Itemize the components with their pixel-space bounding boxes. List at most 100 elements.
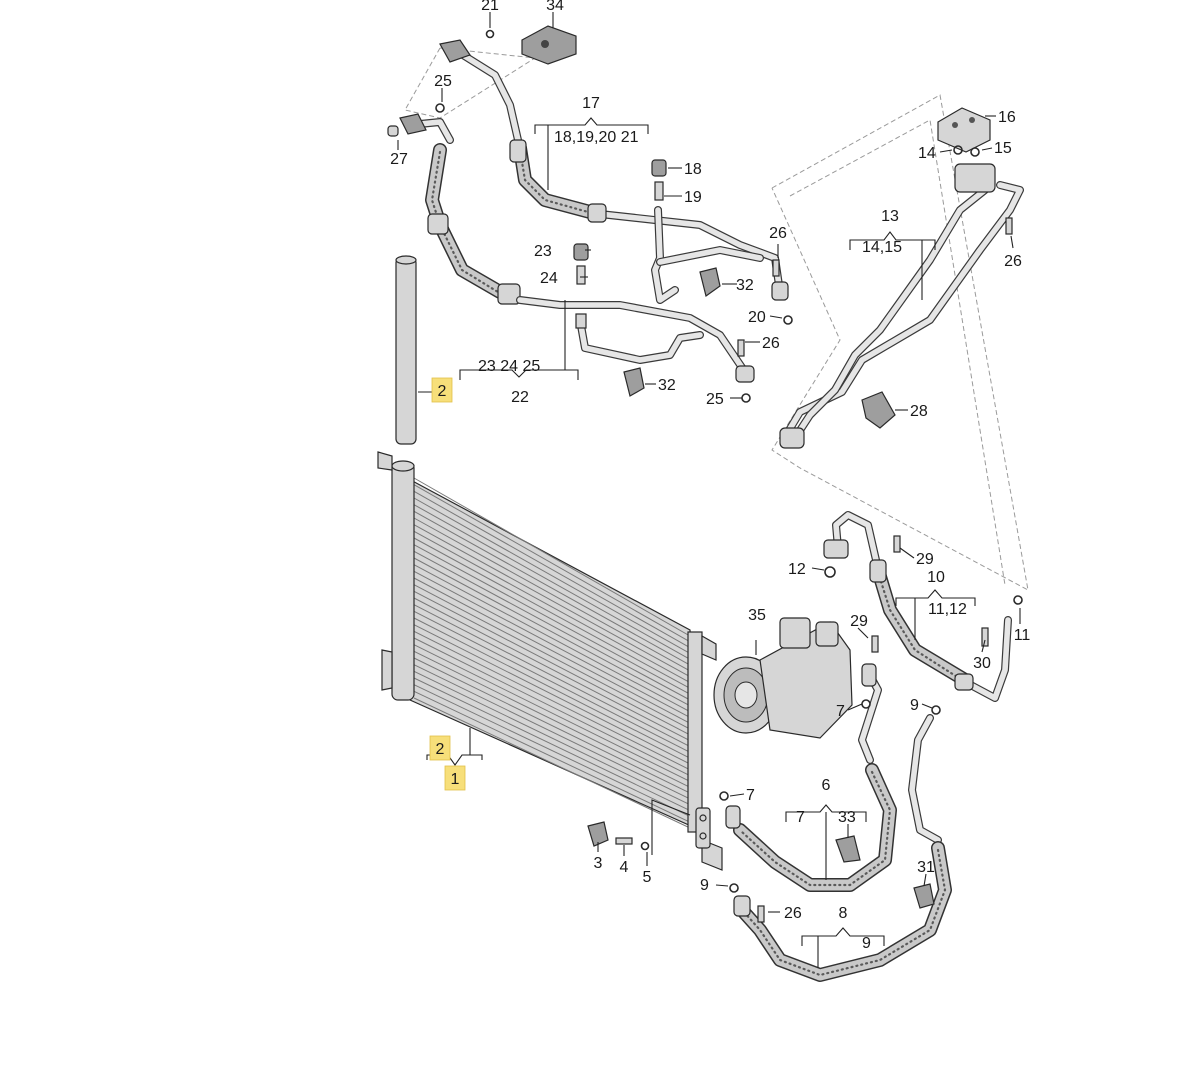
condenser-fin-line (413, 630, 691, 771)
label-2-upper: 2 (438, 383, 447, 400)
condenser-fin-line (413, 650, 691, 788)
part-labels: 21 34 25 27 17 18,19,20 21 18 19 23 24 2… (390, 0, 1030, 952)
label-3: 3 (594, 855, 603, 872)
label-13: 13 (881, 208, 899, 225)
label-19-right: 19 (684, 189, 702, 206)
label-26-mid: 26 (769, 225, 787, 242)
label-10: 10 (927, 569, 945, 586)
hose-10 (823, 511, 1012, 702)
label-23: 23 (534, 243, 552, 260)
condenser-fin-line (413, 544, 691, 695)
condenser-fin-line (413, 564, 691, 713)
label-27: 27 (390, 151, 408, 168)
label-6-sub-33: 33 (838, 809, 856, 826)
label-8: 8 (839, 905, 848, 922)
condenser-fin-line (413, 584, 691, 730)
label-4: 4 (620, 859, 629, 876)
hose-6 (725, 663, 897, 892)
label-7-lower: 7 (746, 787, 755, 804)
label-14: 14 (918, 145, 936, 162)
condenser-fin-line (413, 690, 691, 823)
label-17: 17 (582, 95, 600, 112)
condenser-fin-line (413, 550, 691, 701)
condenser-fin-line (413, 577, 691, 724)
condenser-fin-line (413, 604, 691, 747)
label-26-lower: 26 (762, 335, 780, 352)
label-29-right: 29 (916, 551, 934, 568)
label-29-left: 29 (850, 613, 868, 630)
label-22-sub: 23 24 25 (478, 358, 540, 375)
compressor-35 (713, 617, 853, 739)
condenser-fin-line (413, 497, 691, 654)
hose-8 (733, 714, 952, 982)
condenser-fins (413, 477, 691, 829)
expansion-valve-16 (937, 107, 991, 153)
condenser-fin-line (413, 697, 691, 829)
leader-lines (397, 12, 1021, 968)
label-20: 20 (748, 309, 766, 326)
label-6: 6 (822, 777, 831, 794)
condenser-fin-line (413, 477, 691, 637)
condenser-fin-line (413, 570, 691, 718)
dryer-cartridge-tube (395, 255, 417, 445)
label-32-upper: 32 (736, 277, 754, 294)
label-8-sub-9: 9 (862, 935, 871, 952)
upper-pipe-17 (439, 39, 789, 301)
label-9-lower: 9 (700, 877, 709, 894)
label-13-sub: 14,15 (862, 239, 902, 256)
pipe-13 (779, 163, 1024, 449)
label-25-lower: 25 (706, 391, 724, 408)
label-17-sub: 18,19,20 21 (554, 129, 639, 146)
label-5: 5 (643, 869, 652, 886)
label-22: 22 (511, 389, 529, 406)
condenser-fin-line (413, 597, 691, 742)
condenser-fin-line (413, 670, 691, 806)
small-parts (387, 29, 1023, 923)
condenser-fin-line (413, 490, 691, 649)
label-35: 35 (748, 607, 766, 624)
label-34: 34 (546, 0, 564, 14)
condenser-fin-line (413, 684, 691, 817)
condenser-fin-line (413, 610, 691, 753)
mid-pipe-19 (651, 206, 764, 304)
label-28: 28 (910, 403, 928, 420)
assembly-outline-right (771, 94, 1029, 591)
condenser-fin-line (413, 677, 691, 811)
label-9-upper: 9 (910, 697, 919, 714)
label-15: 15 (994, 140, 1012, 157)
label-18-right: 18 (684, 161, 702, 178)
label-31: 31 (917, 859, 935, 876)
highlight-label-1: 1 (444, 765, 466, 791)
highlight-label-2-lower: 2 (429, 735, 451, 761)
label-11: 11 (1014, 627, 1031, 644)
condenser-fin-line (413, 530, 691, 683)
label-12: 12 (788, 561, 806, 578)
label-25-upper: 25 (434, 73, 452, 90)
condenser-fin-line (413, 557, 691, 707)
label-26-right: 26 (1004, 253, 1022, 270)
condenser-fin-line (413, 524, 691, 678)
condenser-fin-line (413, 657, 691, 794)
label-21-top: 21 (481, 0, 499, 14)
condenser-fin-line (413, 664, 691, 800)
label-30: 30 (973, 655, 991, 672)
condenser-fin-line (413, 624, 691, 765)
highlight-label-2-upper: 2 (431, 377, 453, 403)
label-7-compressor: 7 (836, 703, 845, 720)
condenser-fin-line (413, 484, 691, 643)
condenser-fin-line (413, 517, 691, 672)
bracket-28 (861, 391, 896, 429)
label-1: 1 (451, 771, 460, 788)
label-26-bottom: 26 (784, 905, 802, 922)
label-6-sub-7: 7 (796, 809, 805, 826)
condenser-fin-line (413, 617, 691, 759)
label-24: 24 (540, 270, 558, 287)
condenser-fin-line (413, 590, 691, 736)
label-16: 16 (998, 109, 1016, 126)
condenser-fin-line (413, 510, 691, 666)
label-32-lower: 32 (658, 377, 676, 394)
condenser-fin-line (413, 537, 691, 689)
condenser (377, 451, 723, 871)
label-10-sub: 11,12 (928, 601, 967, 618)
